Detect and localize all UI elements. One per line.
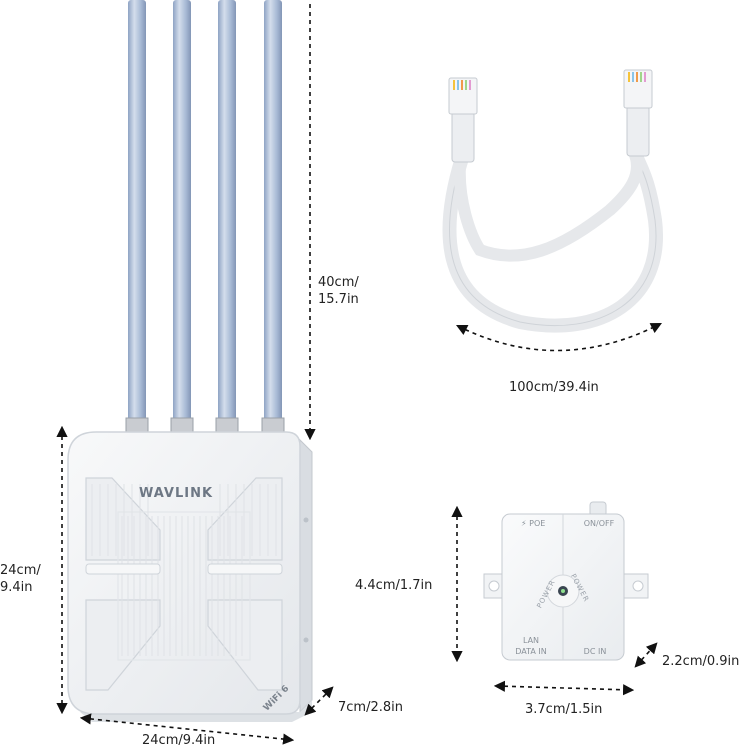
injector-height-label: 4.4cm/1.7in [355,578,433,593]
poe-port-label: ⚡ POE [521,519,545,528]
cable-length-dim [455,322,662,352]
rj45-connector-left [448,77,478,163]
antenna-height-line1: 40cm/ [318,275,359,290]
router-crossbar [85,563,161,575]
onoff-label: ON/OFF [584,519,615,528]
rj45-connector-right [623,69,653,157]
router-side-face [299,438,313,714]
antenna [215,0,239,435]
antenna [261,0,285,435]
screw [303,637,309,643]
injector-depth-dim [634,642,658,668]
router-width-dim [79,713,295,745]
router-width-label: 24cm/9.4in [142,733,216,748]
router: WAVLINK WiFi 6 [67,0,313,722]
router-height-line2: 9.4in [0,580,33,595]
router-height-line1: 24cm/ [0,563,41,578]
router-crossbar [207,563,283,575]
dimension-lines [56,4,662,745]
antenna-group [125,0,285,435]
antenna-height-line2: 15.7in [318,292,359,307]
lan-label: LAN [523,636,539,645]
dcin-label: DC IN [584,647,607,656]
antenna-height-label: 40cm/ 15.7in [318,274,359,308]
router-height-label: 24cm/ 9.4in [0,562,41,596]
ethernet-cable [442,69,664,333]
router-brand-logo: WAVLINK [139,486,213,501]
antenna [170,0,194,435]
router-rib-panel [85,477,283,691]
poe-injector: POWER POWER ⚡ POE ON/OFF LAN DATA IN DC … [483,501,649,661]
data-in-label: DATA IN [515,647,547,656]
antenna [125,0,149,435]
router-depth-dim [304,686,334,716]
screw [303,517,309,523]
cable-length-label: 100cm/39.4in [509,380,599,395]
injector-depth-label: 2.2cm/0.9in [662,654,740,669]
injector-width-label: 3.7cm/1.5in [525,702,603,717]
router-ribs [91,484,277,656]
injector-width-dim [493,680,635,696]
router-depth-label: 7cm/2.8in [338,700,403,715]
